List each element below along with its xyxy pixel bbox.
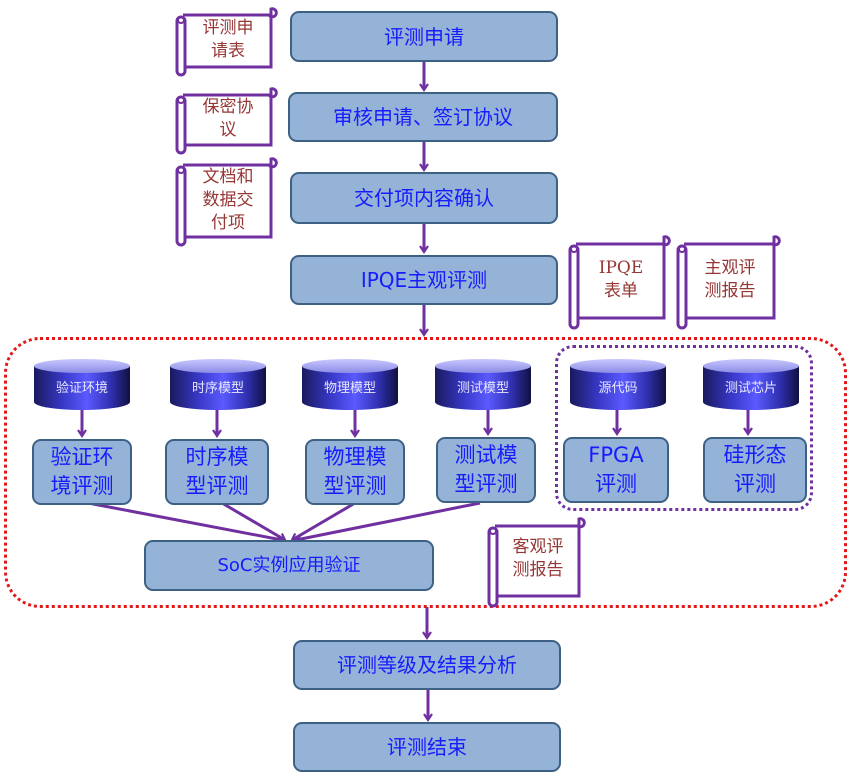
database-verification-env: 验证环境 bbox=[34, 359, 130, 417]
database-label: 物理模型 bbox=[323, 381, 376, 396]
scroll-icon bbox=[175, 157, 278, 247]
step-evaluation-application[interactable]: 评测申请 bbox=[290, 11, 558, 62]
step-physical-model-eval[interactable]: 物理模 型评测 bbox=[305, 439, 405, 505]
doc-label: 文档和 数据交 付项 bbox=[202, 166, 254, 233]
objective-evaluation-region bbox=[4, 337, 847, 608]
step-verification-env-eval[interactable]: 验证环 境评测 bbox=[32, 439, 132, 505]
step-deliverables-confirmation[interactable]: 交付项内容确认 bbox=[290, 172, 558, 224]
database-timing-model: 时序模型 bbox=[170, 359, 266, 417]
scroll-icon bbox=[487, 517, 586, 608]
scroll-icon bbox=[175, 87, 278, 155]
database-physical-model: 物理模型 bbox=[302, 359, 398, 417]
doc-label: 主观评 测报告 bbox=[704, 258, 756, 301]
step-silicon-eval[interactable]: 硅形态 评测 bbox=[703, 437, 807, 503]
database-label: 源代码 bbox=[598, 381, 638, 396]
arrow-merge-4 bbox=[294, 501, 481, 544]
hardware-evaluation-region bbox=[555, 345, 813, 511]
step-ipqe-subjective-evaluation[interactable]: IPQE主观评测 bbox=[290, 255, 558, 305]
scroll-icon bbox=[676, 235, 781, 330]
doc-deliverables[interactable]: 文档和 数据交 付项 bbox=[173, 155, 278, 247]
database-source-code: 源代码 bbox=[570, 359, 666, 417]
step-test-model-eval[interactable]: 测试模 型评测 bbox=[436, 437, 536, 503]
doc-application-form[interactable]: 评测申 请表 bbox=[173, 5, 278, 77]
doc-objective-report[interactable]: 客观评 测报告 bbox=[485, 512, 586, 608]
step-review-and-sign-agreement[interactable]: 审核申请、签订协议 bbox=[288, 92, 558, 142]
step-soc-application-verification[interactable]: SoC实例应用验证 bbox=[144, 540, 434, 591]
doc-label: 保密协 议 bbox=[202, 97, 254, 140]
database-test-chip: 测试芯片 bbox=[703, 359, 799, 417]
doc-label: 客观评 测报告 bbox=[512, 537, 564, 580]
arrow-merge-2 bbox=[221, 501, 287, 542]
step-evaluation-end[interactable]: 评测结束 bbox=[293, 722, 561, 772]
database-test-model: 测试模型 bbox=[435, 359, 531, 417]
doc-ipqe-form[interactable]: IPQE 表单 bbox=[566, 232, 671, 330]
step-timing-model-eval[interactable]: 时序模 型评测 bbox=[165, 439, 269, 505]
arrow-merge-3 bbox=[290, 501, 356, 542]
doc-subjective-report[interactable]: 主观评 测报告 bbox=[674, 232, 781, 330]
arrow-merge-1 bbox=[87, 501, 284, 544]
database-label: 时序模型 bbox=[191, 381, 244, 396]
step-grading-and-analysis[interactable]: 评测等级及结果分析 bbox=[293, 640, 561, 690]
scroll-icon bbox=[568, 235, 671, 330]
database-label: 验证环境 bbox=[55, 381, 108, 396]
database-label: 测试模型 bbox=[456, 381, 509, 396]
doc-label: 评测申 请表 bbox=[202, 18, 254, 61]
step-fpga-eval[interactable]: FPGA 评测 bbox=[563, 437, 669, 503]
scroll-icon bbox=[175, 7, 278, 77]
database-label: 测试芯片 bbox=[724, 381, 777, 396]
doc-nda[interactable]: 保密协 议 bbox=[173, 85, 278, 155]
doc-label: IPQE 表单 bbox=[598, 258, 644, 301]
